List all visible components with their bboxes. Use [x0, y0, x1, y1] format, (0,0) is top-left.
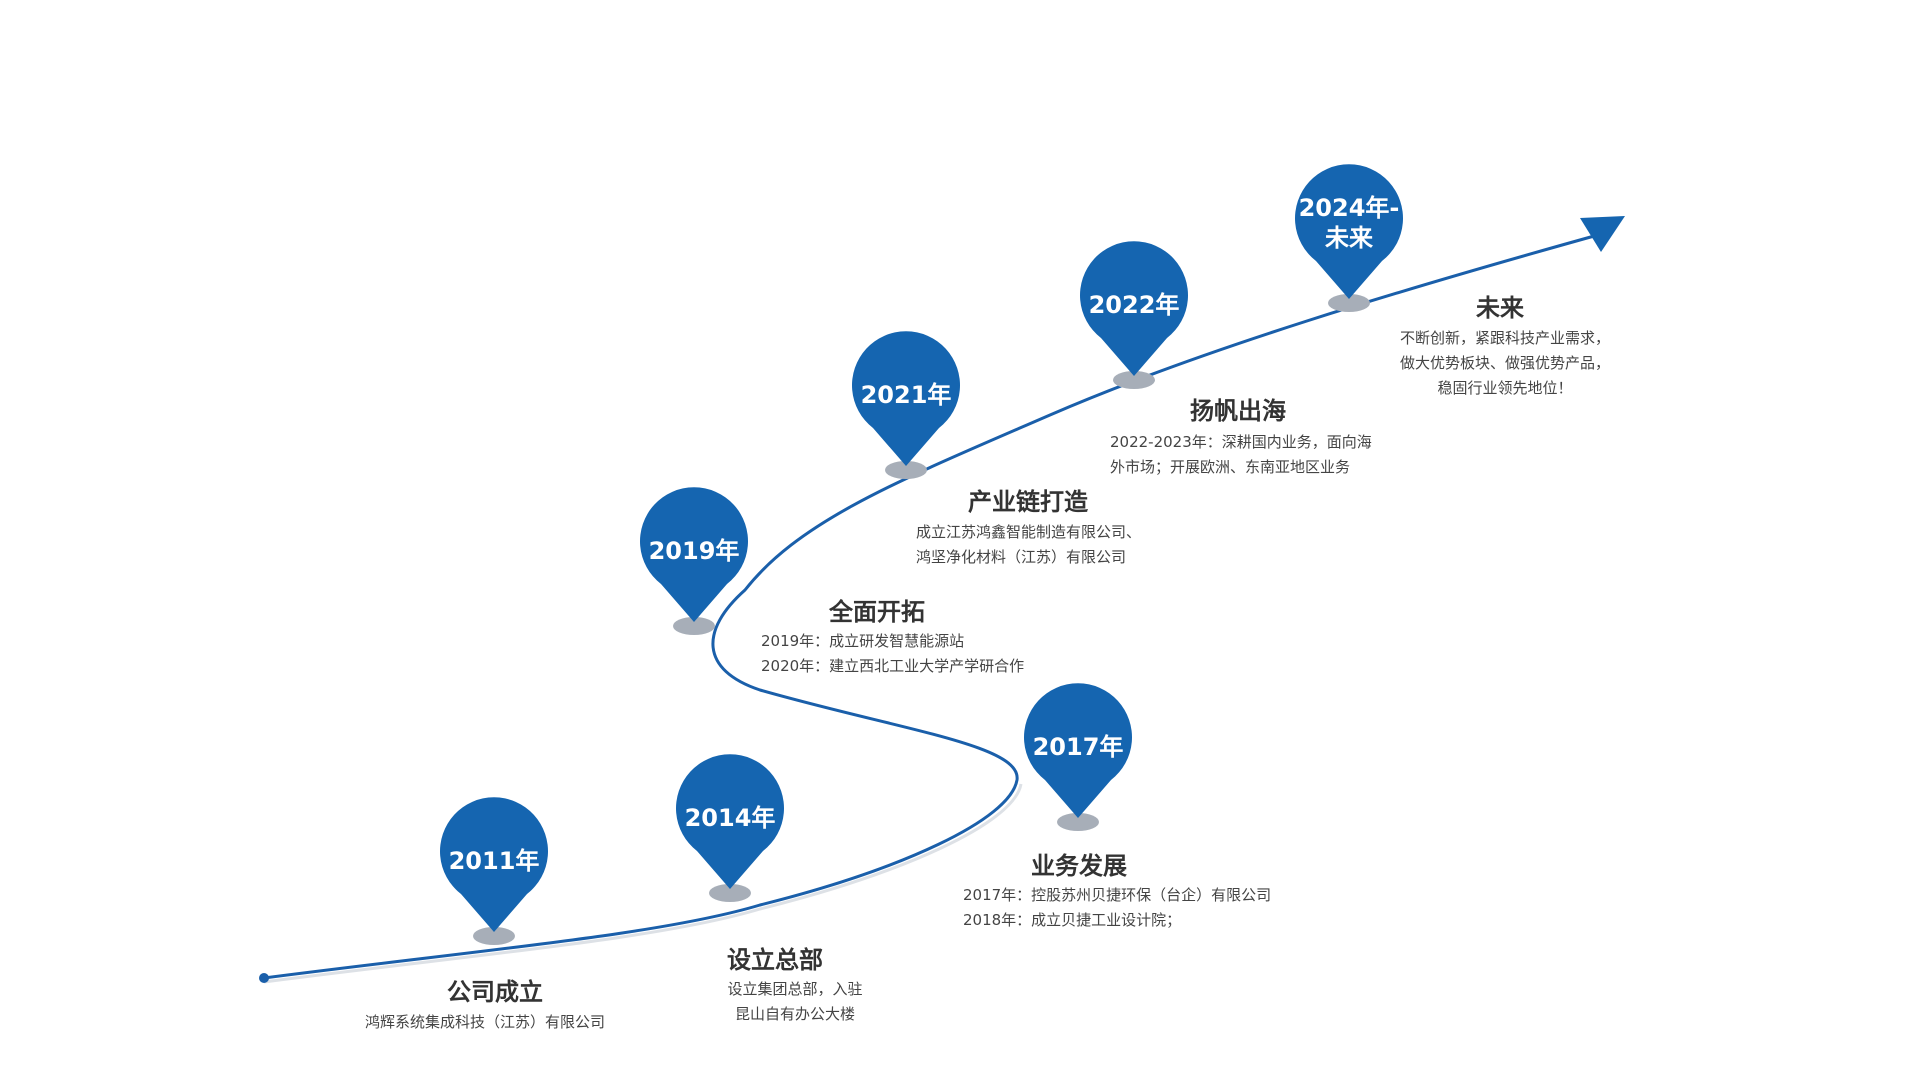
milestone-pin-2022 — [1080, 241, 1188, 389]
pin-year-2019: 2019年 — [648, 537, 740, 565]
pin-year-2011: 2011年 — [448, 847, 540, 875]
milestone-title-2021: 产业链打造 — [968, 488, 1088, 516]
pin-year-2017: 2017年 — [1032, 733, 1124, 761]
milestone-desc-2017: 2017年：控股苏州贝捷环保（台企）有限公司 2018年：成立贝捷工业设计院； — [963, 886, 1272, 929]
timeline-start-dot — [259, 973, 269, 983]
timeline-path-shadow — [263, 783, 1023, 984]
milestone-pin-2014 — [675, 754, 784, 902]
milestone-desc-2022: 2022-2023年：深耕国内业务，面向海 外市场；开展欧洲、东南亚地区业务 — [1110, 433, 1372, 476]
pin-year-2022: 2022年 — [1088, 291, 1180, 319]
milestone-desc-2014: 设立集团总部，入驻 昆山自有办公大楼 — [727, 980, 863, 1023]
milestone-pin-2021 — [852, 331, 960, 479]
milestone-pin-2017 — [1024, 683, 1133, 831]
pin-year-2024: 2024年- 未来 — [1298, 194, 1400, 252]
milestone-title-2014: 设立总部 — [727, 946, 823, 974]
milestone-pin-2024 — [1295, 164, 1404, 312]
milestone-title-2024: 未来 — [1476, 294, 1524, 322]
milestone-desc-2019: 2019年：成立研发智慧能源站 2020年：建立西北工业大学产学研合作 — [761, 632, 1025, 675]
milestone-pin-2011 — [439, 797, 548, 945]
milestone-title-2011: 公司成立 — [447, 978, 543, 1006]
milestone-desc-2021: 成立江苏鸿鑫智能制造有限公司、 鸿坚净化材料（江苏）有限公司 — [916, 523, 1142, 566]
milestone-pin-2019 — [640, 487, 748, 635]
milestone-title-2022: 扬帆出海 — [1190, 397, 1286, 425]
pin-year-2014: 2014年 — [684, 804, 776, 832]
milestone-desc-2024: 不断创新，紧跟科技产业需求， 做大优势板块、做强优势产品， 稳固行业领先地位！ — [1399, 329, 1610, 397]
pin-year-2021: 2021年 — [860, 381, 952, 409]
milestone-title-2017: 业务发展 — [1031, 852, 1127, 880]
timeline-arrow-head — [1580, 216, 1625, 252]
milestone-title-2019: 全面开拓 — [829, 598, 925, 626]
milestone-desc-2011: 鸿辉系统集成科技（江苏）有限公司 — [365, 1013, 606, 1031]
